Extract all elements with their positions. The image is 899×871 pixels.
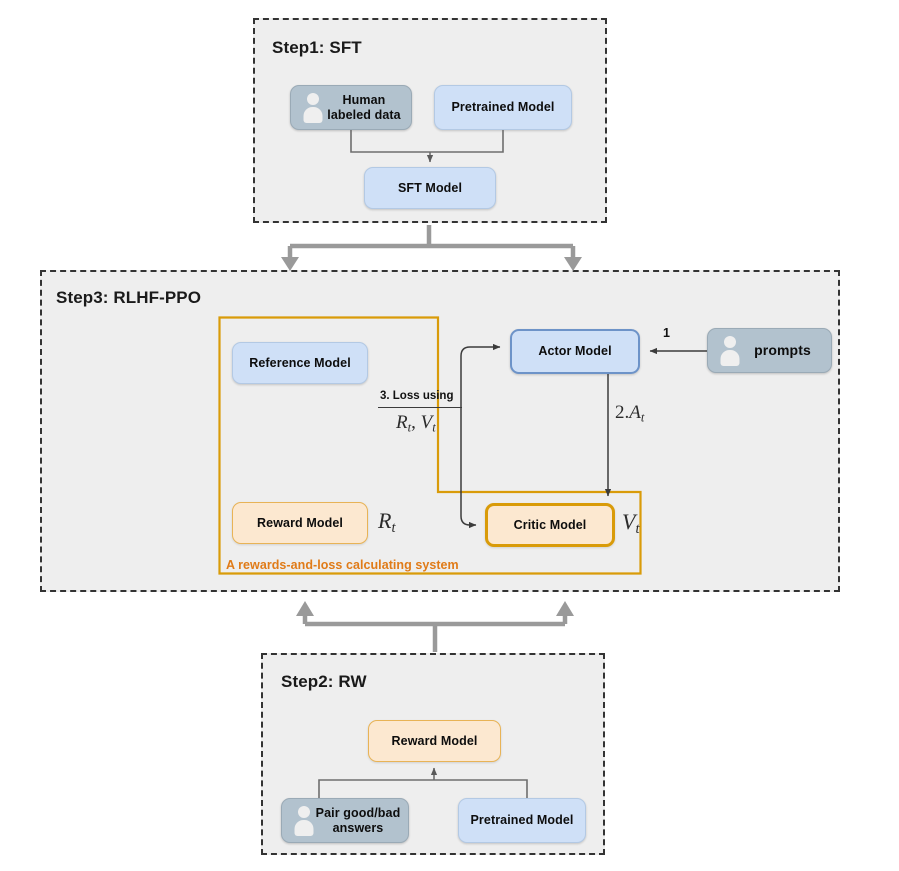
person-icon [717,335,743,366]
node-pair-answers[interactable]: Pair good/bad answers [281,798,409,843]
edge-step2-to-step3 [302,615,568,652]
edge-loss-spine-to-actor [460,343,501,407]
step3-title: Step3: RLHF-PPO [56,288,202,307]
node-pretrained-model-step2[interactable]: Pretrained Model [458,798,586,843]
loss-rule [378,407,462,408]
value-symbol: Vt [622,509,640,538]
node-label: Human labeled data [327,92,401,122]
edge-pretrained-to-sft [430,130,504,153]
person-icon [291,805,317,836]
node-label: Pretrained Model [451,100,555,115]
node-human-labeled-data[interactable]: Human labeled data [290,85,412,130]
step1-title: Step1: SFT [272,38,362,57]
advantage-label: 2.At [615,402,645,425]
node-label: Reward Model [391,733,478,748]
system-caption: A rewards-and-loss calculating system [226,558,459,572]
person-icon [300,92,326,123]
node-label: SFT Model [397,180,463,195]
prompt-step-label: 1 [663,326,670,340]
edge-human-to-sft [350,130,430,153]
node-label: prompts [754,342,811,359]
node-actor-model[interactable]: Actor Model [510,329,640,374]
node-reward-model-step2[interactable]: Reward Model [368,720,501,762]
node-critic-model[interactable]: Critic Model [485,503,615,547]
arrowhead-step2-to-step3-right [556,601,574,616]
node-label: Actor Model [538,344,612,359]
node-label: Reward Model [257,515,343,530]
node-label: Pretrained Model [470,813,574,828]
node-pretrained-model-step1[interactable]: Pretrained Model [434,85,572,130]
reward-symbol: Rt [378,508,396,537]
node-label: Reference Model [249,355,351,370]
step2-title: Step2: RW [281,672,367,691]
edge-loss-spine-to-critic [460,407,477,529]
loss-terms: Rt, Vt [396,412,436,435]
arrowhead-step2-to-step3-left [296,601,314,616]
arrowhead-step1-to-step3-left [281,257,299,271]
node-label: Pair good/bad answers [315,805,401,835]
arrowhead-step1-to-step3-right [564,257,582,271]
node-prompts[interactable]: prompts [707,328,832,373]
edge-pair-to-reward [318,779,434,798]
node-reward-model-step3[interactable]: Reward Model [232,502,368,544]
step3-container [40,270,840,592]
loss-caption: 3. Loss using [380,390,454,402]
node-sft-model[interactable]: SFT Model [364,167,496,209]
edge-step1-to-step3 [287,225,576,258]
node-label: Critic Model [513,517,587,532]
node-reference-model[interactable]: Reference Model [232,342,368,384]
edge-pretrained-to-reward [434,779,528,798]
